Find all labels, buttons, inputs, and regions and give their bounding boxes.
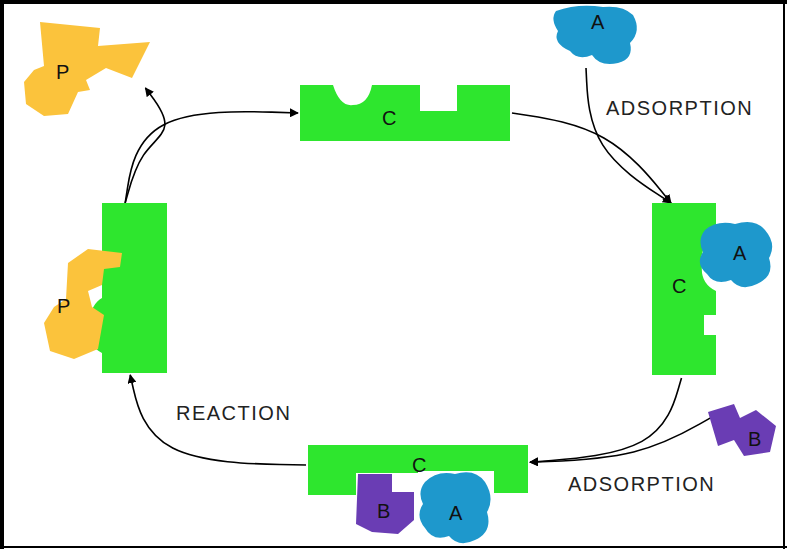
shape-fill [700,222,772,287]
frame-border [783,0,785,549]
shape-fill [24,22,150,116]
step-label: REACTION [176,401,291,425]
species-letter: B [748,428,761,451]
species-letter: C [382,107,396,130]
reactant-b: B [704,400,778,458]
shape-fill [708,404,776,456]
catalyst-with-product: P [42,203,168,375]
shape-fill [87,203,167,373]
shape-fill [356,474,414,534]
shape-fill [553,6,636,64]
species-letter: P [57,295,70,318]
shape-fill [652,203,716,375]
shape-fill [44,249,122,359]
cycle-arrow [512,113,671,203]
cycle-arrow [125,112,298,203]
cycle-arrow [130,375,306,465]
step-label: ADSORPTION [568,472,715,496]
shape-outline [298,83,512,143]
species-letter: P [56,61,69,84]
cycle-arrow [125,88,165,203]
step-label: ADSORPTION [606,96,753,120]
frame-border [0,0,787,4]
shape-fill [308,445,528,495]
frame-border [0,546,787,548]
shape-outline [42,203,168,375]
shape-fill [300,85,510,141]
frame-border [0,0,4,549]
shape-outline [20,18,152,118]
species-letter: C [412,454,426,477]
catalyst-c: C [306,443,530,498]
catalyst-c: C [298,83,512,143]
shape-outline [704,400,778,458]
species-letter: A [449,502,462,525]
species-letter: A [591,11,604,34]
species-letter: A [733,242,746,265]
adsorbed-a: A [695,218,777,293]
species-letter: C [672,275,686,298]
adsorbed-b: B [352,470,418,538]
species-letter: B [377,500,390,523]
cycle-arrow [530,378,682,462]
cycle-arrow [530,417,711,462]
adsorbed-a: A [415,468,495,548]
product-p: P [20,18,152,118]
cycle-arrow [586,68,671,203]
reactant-a: A [548,3,643,68]
shape-fill [419,472,490,543]
